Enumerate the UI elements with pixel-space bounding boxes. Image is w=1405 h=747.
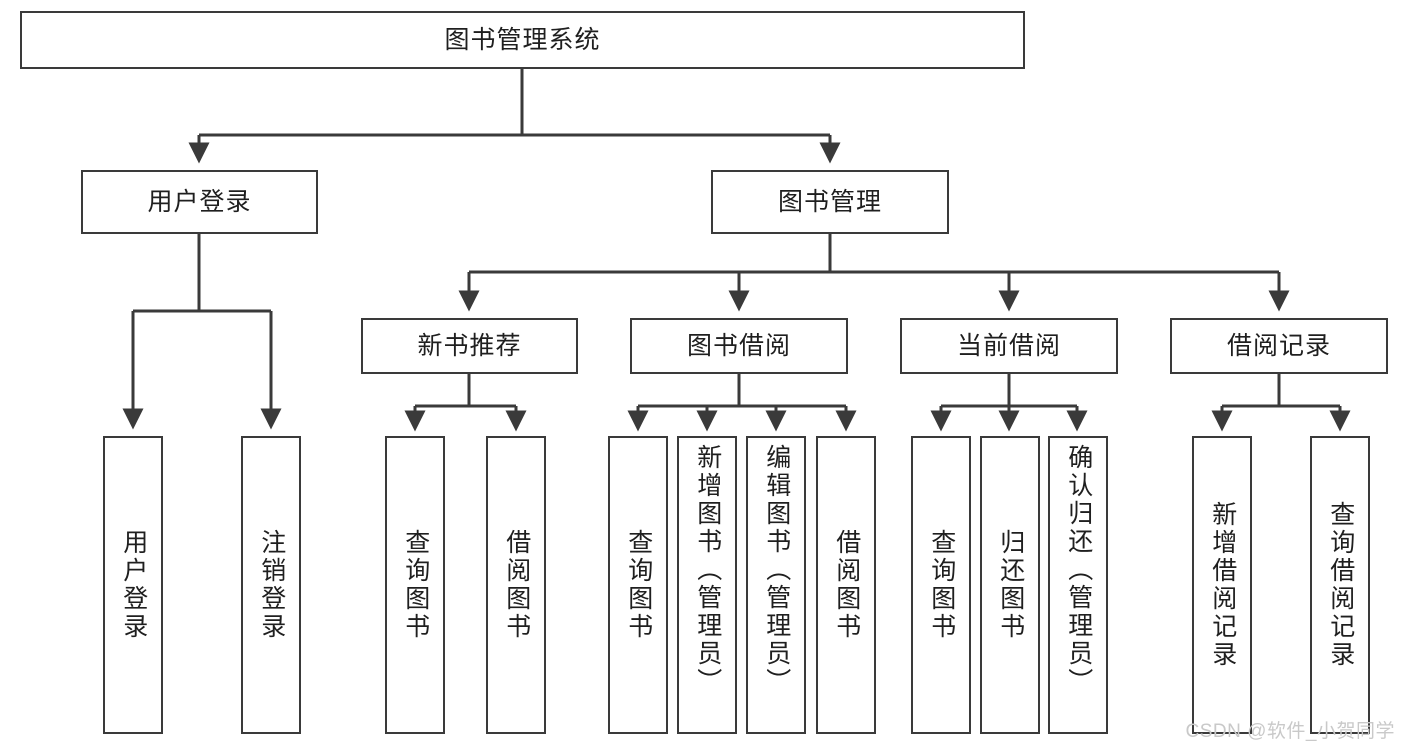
leaf-borrow-book-borrow[interactable]: 借阅图书 [816,436,876,734]
leaf-label: 编辑图书（管理员） [762,444,791,696]
leaf-label: 新增图书（管理员） [693,444,722,696]
leaf-return-book[interactable]: 归还图书 [980,436,1040,734]
node-book-management-system[interactable]: 图书管理系统 [20,11,1025,69]
leaf-confirm-return-admin[interactable]: 确认归还（管理员） [1048,436,1108,734]
leaf-label: 用户登录 [119,529,148,641]
leaf-label: 确认归还（管理员） [1064,444,1093,696]
node-book-borrow[interactable]: 图书借阅 [630,318,848,374]
leaf-add-borrow-record[interactable]: 新增借阅记录 [1192,436,1252,734]
leaf-label: 归还图书 [996,529,1025,641]
node-user-login[interactable]: 用户登录 [81,170,318,234]
csdn-watermark: CSDN @软件_小贺同学 [1185,721,1395,742]
node-label: 用户登录 [147,188,252,216]
node-label: 新书推荐 [417,332,522,360]
leaf-label: 查询借阅记录 [1326,501,1355,669]
leaf-query-book-recommend[interactable]: 查询图书 [385,436,445,734]
node-label: 图书借阅 [686,332,791,360]
node-borrow-record[interactable]: 借阅记录 [1170,318,1388,374]
leaf-label: 查询图书 [927,529,956,641]
leaf-logout-login[interactable]: 注销登录 [241,436,301,734]
leaf-label: 新增借阅记录 [1208,501,1237,669]
node-label: 借阅记录 [1226,332,1331,360]
leaf-query-book-current[interactable]: 查询图书 [911,436,971,734]
node-new-book-recommend[interactable]: 新书推荐 [361,318,578,374]
leaf-query-borrow-record[interactable]: 查询借阅记录 [1310,436,1370,734]
node-label: 图书管理系统 [444,26,601,54]
node-label: 当前借阅 [956,332,1061,360]
leaf-label: 借阅图书 [832,529,861,641]
leaf-label: 借阅图书 [502,529,531,641]
leaf-label: 注销登录 [257,529,286,641]
leaf-edit-book-admin[interactable]: 编辑图书（管理员） [746,436,806,734]
node-book-manage[interactable]: 图书管理 [711,170,949,234]
leaf-add-book-admin[interactable]: 新增图书（管理员） [677,436,737,734]
node-current-borrow[interactable]: 当前借阅 [900,318,1118,374]
leaf-user-login[interactable]: 用户登录 [103,436,163,734]
leaf-label: 查询图书 [624,529,653,641]
node-label: 图书管理 [777,188,882,216]
leaf-query-book-borrow[interactable]: 查询图书 [608,436,668,734]
leaf-label: 查询图书 [401,529,430,641]
leaf-borrow-book-recommend[interactable]: 借阅图书 [486,436,546,734]
